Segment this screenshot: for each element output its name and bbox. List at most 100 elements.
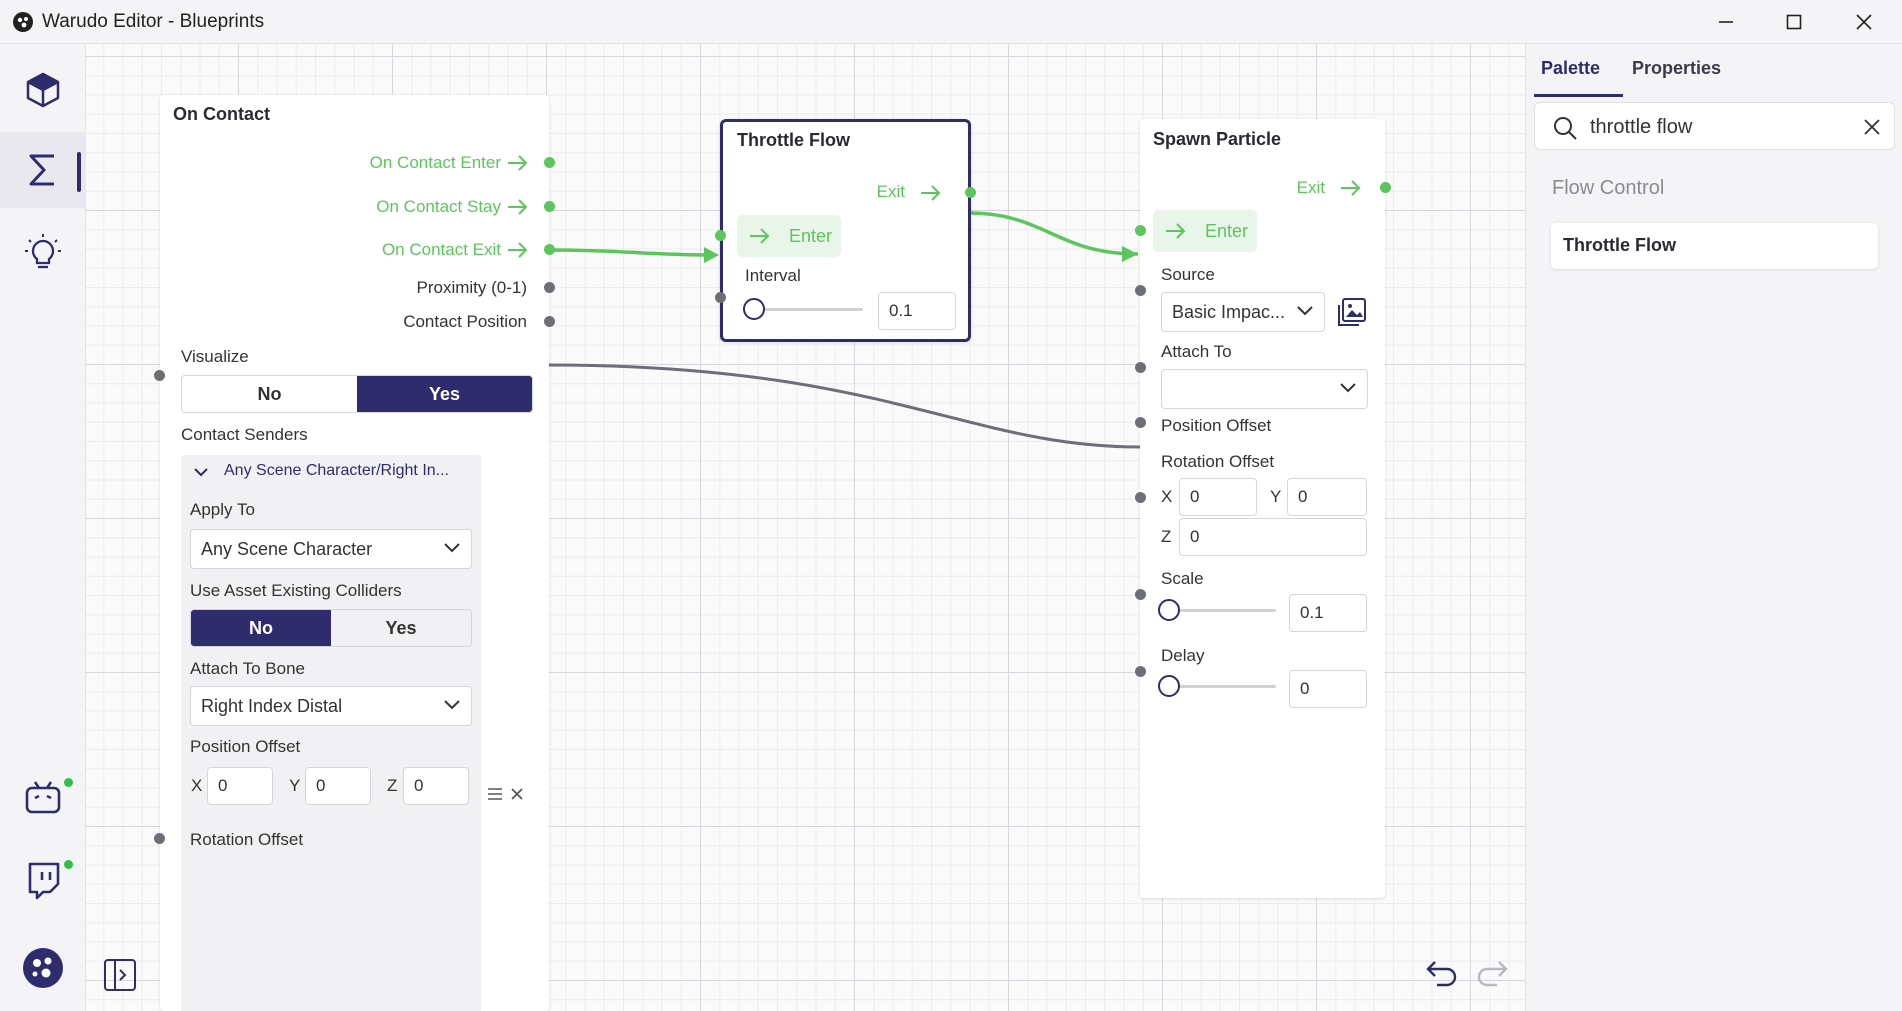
undo-icon[interactable] (1425, 958, 1459, 988)
output-contact-position: Contact Position (403, 312, 527, 331)
remove-sender-icon[interactable] (510, 787, 524, 801)
port-scale[interactable] (1135, 589, 1146, 600)
interval-input[interactable]: 0.1 (878, 292, 956, 330)
palette-item-throttle-flow[interactable]: Throttle Flow (1551, 223, 1878, 269)
delay-slider-knob[interactable] (1158, 675, 1180, 697)
output-on-contact-stay: On Contact Stay (376, 197, 501, 216)
port-visualize[interactable] (154, 370, 165, 381)
use-colliders-toggle[interactable]: No Yes (190, 609, 472, 647)
scale-slider-track[interactable] (1169, 609, 1276, 612)
port-contact-position[interactable] (544, 316, 555, 327)
port-on-contact-enter[interactable] (544, 157, 555, 168)
interval-slider-knob[interactable] (743, 298, 765, 320)
interval-slider-track[interactable] (753, 308, 863, 311)
cube-icon (26, 72, 60, 108)
port-proximity[interactable] (544, 282, 555, 293)
node-throttle-flow[interactable]: Throttle Flow Exit Enter Interval 0.1 (715, 119, 976, 342)
port-source[interactable] (1135, 285, 1146, 296)
warudo-icon (23, 948, 63, 988)
source-select[interactable]: Basic Impac... (1161, 292, 1325, 332)
rail-warudo-button[interactable] (0, 930, 86, 1006)
node-title: On Contact (173, 104, 270, 124)
source-value: Basic Impac... (1172, 301, 1286, 322)
port-on-contact-stay[interactable] (544, 201, 555, 212)
rot-y-input[interactable]: 0 (1287, 478, 1367, 516)
node-on-contact[interactable]: On Contact On Contact Enter On Contact S… (154, 95, 555, 1011)
arrow-right-icon (1341, 180, 1361, 196)
rail-scene-button[interactable] (0, 52, 86, 128)
node-spawn-particle[interactable]: Spawn Particle Exit Enter Source Basic I… (1135, 119, 1391, 898)
apply-to-select[interactable]: Any Scene Character (190, 529, 472, 569)
port-contact-senders[interactable] (154, 833, 165, 844)
pos-y-input[interactable]: 0 (305, 767, 371, 805)
scale-input[interactable]: 0.1 (1289, 594, 1367, 632)
rail-twitch-button[interactable] (0, 842, 86, 918)
port-position-offset[interactable] (1135, 417, 1146, 428)
window-title: Warudo Editor - Blueprints (42, 11, 265, 32)
redo-icon[interactable] (1475, 958, 1509, 988)
minimize-button[interactable] (1694, 4, 1758, 40)
palette-search[interactable]: throttle flow (1534, 102, 1895, 150)
port-attach-to[interactable] (1135, 362, 1146, 373)
port-throttle-exit[interactable] (965, 187, 976, 198)
visualize-toggle[interactable]: No Yes (181, 375, 533, 413)
spawn-enter-label: Enter (1205, 220, 1249, 241)
port-on-contact-exit[interactable] (544, 244, 555, 255)
visualize-no-option[interactable]: No (257, 383, 282, 404)
rot-z-input[interactable]: 0 (1179, 518, 1367, 556)
pos-z-input[interactable]: 0 (403, 767, 469, 805)
node-title: Throttle Flow (737, 130, 850, 150)
drag-handle-icon[interactable] (487, 787, 503, 801)
sender-header[interactable]: Any Scene Character/Right In... (224, 462, 449, 479)
chevron-down-icon[interactable] (193, 466, 209, 478)
arrow-right-icon (750, 228, 770, 244)
visualize-yes-option[interactable]: Yes (357, 376, 532, 412)
port-spawn-exit[interactable] (1380, 182, 1391, 193)
attach-bone-select[interactable]: Right Index Distal (190, 686, 472, 726)
tab-active-indicator (1534, 94, 1623, 97)
chevron-down-icon (444, 700, 460, 710)
rot-x-input[interactable]: 0 (1179, 478, 1257, 516)
scale-slider-knob[interactable] (1158, 599, 1180, 621)
rail-blueprints-button[interactable] (0, 132, 86, 208)
visualize-label: Visualize (181, 347, 249, 366)
pos-x-input[interactable]: 0 (207, 767, 273, 805)
port-delay[interactable] (1135, 666, 1146, 677)
port-throttle-enter[interactable] (715, 230, 726, 241)
attach-to-select[interactable] (1161, 369, 1368, 409)
maximize-button[interactable] (1762, 4, 1826, 40)
arrow-right-icon (508, 199, 528, 215)
bilibili-online-dot (64, 778, 73, 787)
port-interval[interactable] (715, 292, 726, 303)
search-input[interactable]: throttle flow (1590, 116, 1693, 138)
throttle-enter-pill: Enter (737, 215, 841, 257)
blueprint-canvas[interactable]: On Contact On Contact Enter On Contact S… (86, 44, 1525, 1011)
delay-label: Delay (1161, 646, 1205, 665)
left-rail (0, 44, 86, 1011)
rot-x-label: X (1161, 487, 1173, 506)
attach-bone-value: Right Index Distal (201, 695, 343, 716)
rail-bilibili-button[interactable] (0, 760, 86, 836)
chevron-down-icon (444, 543, 460, 553)
source-label: Source (1161, 265, 1215, 284)
use-colliders-yes-option[interactable]: Yes (385, 617, 417, 638)
rot-z-label: Z (1161, 527, 1172, 546)
clear-icon[interactable] (1864, 119, 1880, 135)
close-window-button[interactable] (1832, 4, 1896, 40)
apply-to-label: Apply To (190, 500, 255, 519)
delay-slider-track[interactable] (1169, 685, 1276, 688)
delay-input[interactable]: 0 (1289, 670, 1367, 708)
flow-connection-throttle-to-spawn (967, 211, 1139, 256)
rail-tips-button[interactable] (0, 214, 86, 290)
attach-bone-label: Attach To Bone (190, 659, 305, 678)
port-spawn-enter[interactable] (1135, 225, 1146, 236)
rotation-offset-label: Rotation Offset (190, 830, 304, 849)
throttle-enter-label: Enter (789, 225, 833, 246)
asset-gallery-icon[interactable] (1337, 297, 1367, 327)
tab-palette[interactable]: Palette (1541, 58, 1601, 78)
port-rotation-offset[interactable] (1135, 492, 1146, 503)
use-colliders-no-option[interactable]: No (191, 610, 331, 646)
collapse-panel-icon[interactable] (103, 958, 137, 992)
twitch-icon (28, 862, 60, 900)
tab-properties[interactable]: Properties (1632, 58, 1722, 78)
